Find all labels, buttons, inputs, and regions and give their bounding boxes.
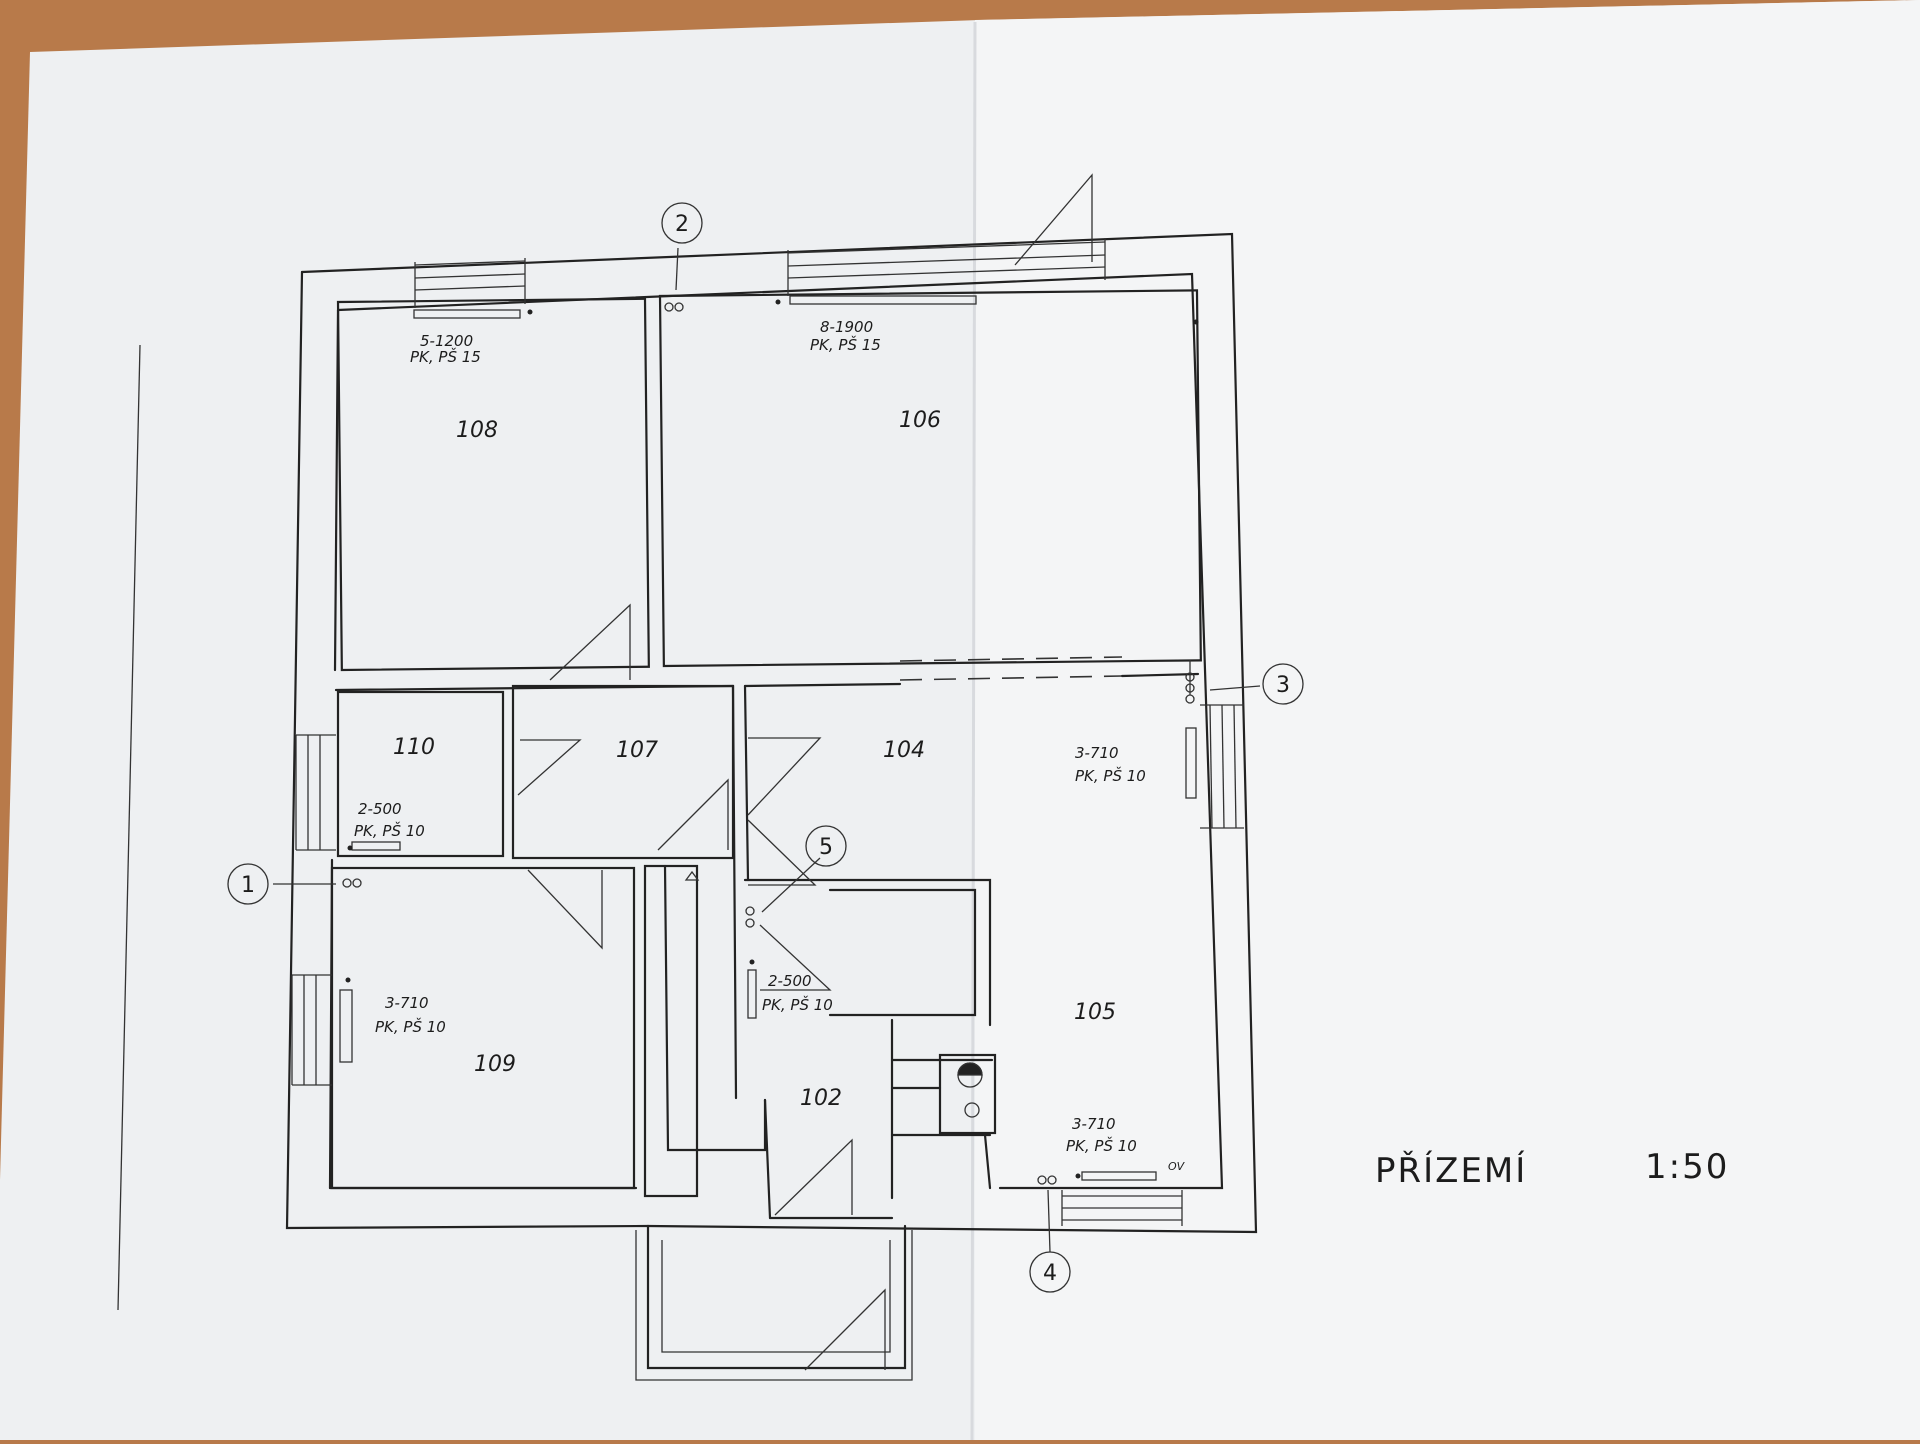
interior-walls <box>330 289 1202 1220</box>
door-swings <box>517 173 1093 1371</box>
riser-mark-4: 4 <box>1043 1261 1057 1286</box>
entrance-porch <box>635 1224 913 1381</box>
radiator-type-108: PK, PŠ 15 <box>410 347 481 366</box>
outer-walls <box>285 232 1258 1234</box>
pipe-risers <box>342 302 1195 1185</box>
radiator-spec-105-south: 3-710 <box>1072 1115 1116 1133</box>
radiator-bodies <box>339 295 1199 1181</box>
room-label-104: 104 <box>883 738 925 763</box>
riser-mark-3: 3 <box>1276 673 1290 698</box>
radiator-type-105-south: PK, PŠ 10 <box>1066 1136 1137 1155</box>
paper-right-half <box>975 0 1920 1440</box>
drawing-title: PŘÍZEMÍ <box>1375 1150 1527 1191</box>
room-label-110: 110 <box>393 735 435 760</box>
radiator-spec-108: 5-1200 <box>420 332 473 350</box>
riser-mark-1: 1 <box>241 873 255 898</box>
radiator-type-109: PK, PŠ 10 <box>375 1017 446 1036</box>
paper-fold-line <box>970 21 977 1441</box>
drawing-scale: 1:50 <box>1645 1147 1729 1187</box>
room-label-109: 109 <box>474 1052 516 1077</box>
radiator-type-110: PK, PŠ 10 <box>354 821 425 840</box>
radiator-spec-110: 2-500 <box>358 800 402 818</box>
mark-leaders <box>273 247 1261 1253</box>
riser-mark-5: 5 <box>819 835 833 860</box>
room-label-105: 105 <box>1074 1000 1116 1025</box>
radiator-type-105-east: PK, PŠ 10 <box>1075 766 1146 785</box>
room-label-106: 106 <box>899 408 941 433</box>
radiator-ov-note: OV <box>1168 1160 1186 1173</box>
room-label-107: 107 <box>616 738 658 763</box>
radiator-spec-105-east: 3-710 <box>1075 744 1119 762</box>
radiator-spec-102: 2-500 <box>768 972 812 990</box>
radiator-type-102: PK, PŠ 10 <box>762 995 833 1014</box>
radiator-spec-106: 8-1900 <box>820 318 873 336</box>
riser-mark-2: 2 <box>675 212 689 237</box>
marker-circles <box>227 202 1304 1293</box>
windows <box>291 238 1244 1226</box>
room-label-102: 102 <box>800 1086 842 1111</box>
radiator-spec-109: 3-710 <box>385 994 429 1012</box>
radiator-type-106: PK, PŠ 15 <box>810 335 881 354</box>
margin-line <box>117 344 141 1311</box>
room-label-108: 108 <box>456 418 498 443</box>
